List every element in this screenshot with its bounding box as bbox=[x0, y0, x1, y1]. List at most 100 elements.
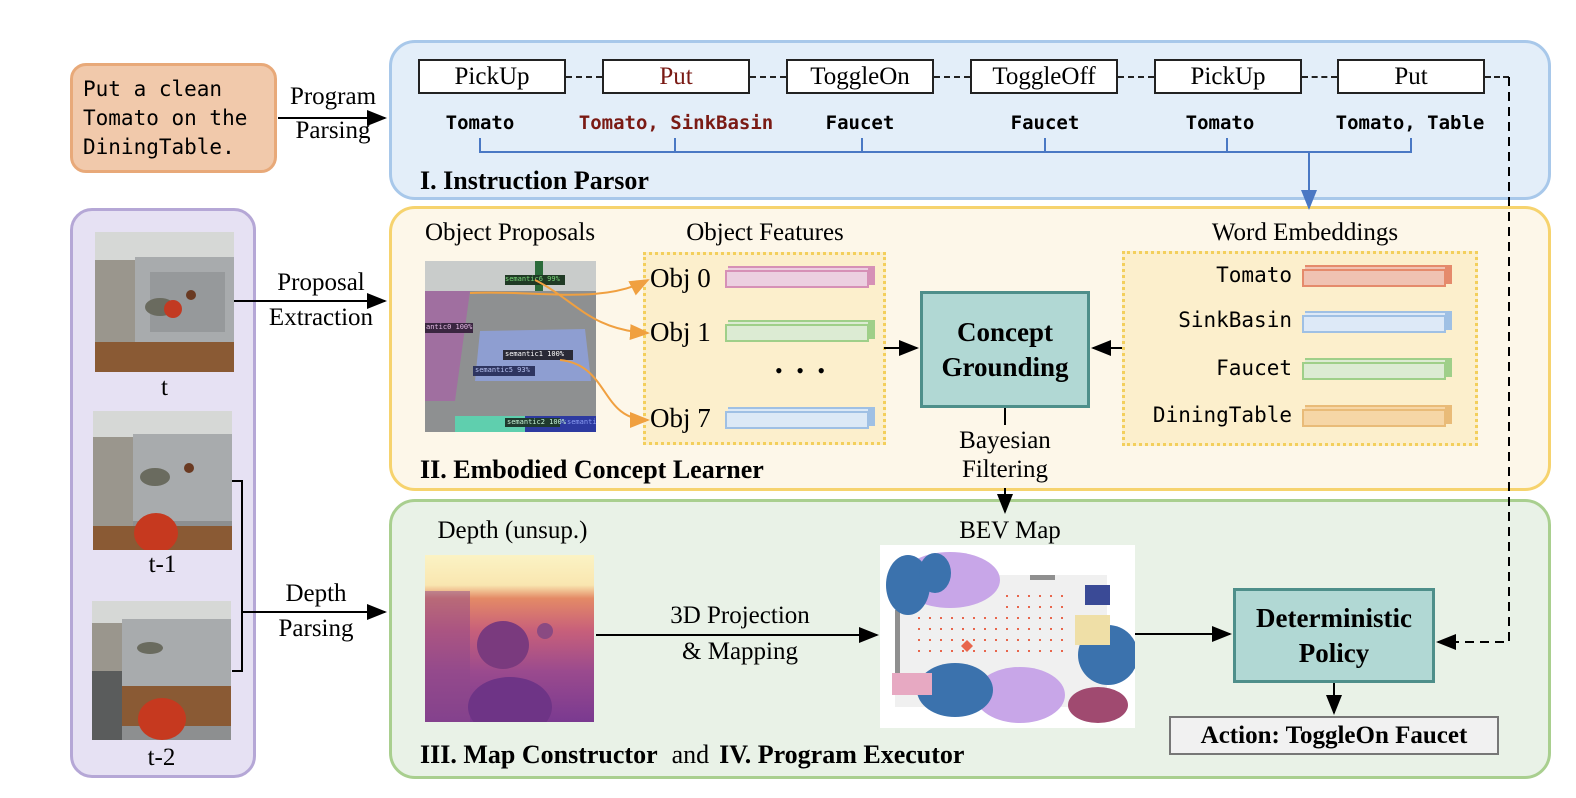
word-embedding-bar bbox=[1302, 265, 1452, 287]
bev-waypoint bbox=[929, 650, 931, 652]
bev-waypoint bbox=[1039, 606, 1041, 608]
object-proposals-image: semantic6 99% antic0 100% semantic1 100%… bbox=[425, 261, 596, 432]
detection-label: semantic1 100% bbox=[505, 350, 565, 358]
bev-waypoint bbox=[918, 639, 920, 641]
bev-waypoint bbox=[973, 650, 975, 652]
program-connector bbox=[934, 76, 970, 78]
frame-label: t bbox=[161, 374, 168, 401]
bev-waypoint bbox=[1006, 606, 1008, 608]
program-op-put: Put bbox=[1337, 59, 1485, 94]
instruction-box: Put a clean Tomato on the DiningTable. bbox=[70, 63, 277, 173]
edge-label-line: Parsing bbox=[278, 615, 354, 642]
object-label: Obj 1 bbox=[650, 317, 711, 347]
word-label: DiningTable bbox=[1152, 403, 1292, 427]
instruction-parser-title: I. Instruction Parsor bbox=[420, 166, 649, 195]
bev-waypoint bbox=[995, 617, 997, 619]
bev-waypoint bbox=[962, 617, 964, 619]
bev-waypoint bbox=[1006, 639, 1008, 641]
bev-waypoint bbox=[918, 650, 920, 652]
edge-label-line: Proposal bbox=[277, 269, 365, 296]
box-text-line: Deterministic bbox=[1256, 602, 1412, 633]
object-feature-bar bbox=[725, 407, 875, 429]
bev-waypoint bbox=[1039, 628, 1041, 630]
bev-waypoint bbox=[918, 617, 920, 619]
bev-waypoint bbox=[940, 650, 942, 652]
bev-waypoint bbox=[1017, 595, 1019, 597]
program-connector bbox=[1302, 76, 1337, 78]
frame-image-t-1 bbox=[93, 411, 232, 550]
program-parsing-label: Program Parsing bbox=[278, 84, 388, 144]
bev-waypoint bbox=[1006, 650, 1008, 652]
concept-learner-title: II. Embodied Concept Learner bbox=[420, 455, 764, 484]
bev-waypoint bbox=[951, 617, 953, 619]
program-arg: Tomato bbox=[1185, 112, 1255, 134]
bev-waypoint bbox=[984, 639, 986, 641]
detection-label: semanti bbox=[567, 418, 596, 426]
bev-waypoint bbox=[1061, 617, 1063, 619]
program-connector bbox=[1118, 76, 1154, 78]
bayesian-filtering-label: Bayesian Filtering bbox=[935, 428, 1075, 483]
program-arg: Tomato, Table bbox=[1335, 112, 1485, 134]
edge-label-line: Extraction bbox=[268, 304, 374, 331]
bev-waypoint bbox=[918, 628, 920, 630]
edge-label-line: 3D Projection bbox=[670, 602, 810, 629]
depth-label: Depth (unsup.) bbox=[437, 517, 588, 544]
program-op-put: Put bbox=[602, 59, 750, 94]
frame-image-t-2 bbox=[92, 601, 231, 740]
frame-label: t-1 bbox=[148, 551, 177, 578]
projection-mapping-label: 3D Projection & Mapping bbox=[600, 603, 880, 665]
frame-image-t bbox=[95, 232, 234, 372]
frame-label: t-2 bbox=[147, 744, 176, 771]
bev-waypoint bbox=[1028, 650, 1030, 652]
object-label: Obj 0 bbox=[650, 263, 711, 293]
bev-waypoint bbox=[984, 617, 986, 619]
detection-label: semantic2 100% bbox=[507, 418, 567, 426]
bev-waypoint bbox=[995, 628, 997, 630]
bev-waypoint bbox=[962, 639, 964, 641]
ellipsis: • • • bbox=[775, 358, 830, 383]
bev-waypoint bbox=[962, 650, 964, 652]
bev-waypoint bbox=[1050, 606, 1052, 608]
bev-map-label: BEV Map bbox=[959, 517, 1061, 544]
object-label: Obj 7 bbox=[650, 403, 711, 433]
program-op-toggleoff: ToggleOff bbox=[970, 59, 1118, 94]
bev-waypoint bbox=[973, 617, 975, 619]
box-text-line: Concept bbox=[956, 316, 1053, 347]
bev-waypoint bbox=[929, 639, 931, 641]
bev-waypoint bbox=[951, 650, 953, 652]
edge-label-line: Filtering bbox=[961, 456, 1049, 483]
bev-waypoint bbox=[1028, 628, 1030, 630]
program-arg: Tomato bbox=[445, 112, 515, 134]
title-part: and bbox=[671, 740, 710, 769]
bev-waypoint bbox=[973, 628, 975, 630]
depth-map-image bbox=[425, 555, 594, 722]
word-label: SinkBasin bbox=[1178, 308, 1292, 332]
bev-waypoint bbox=[1017, 617, 1019, 619]
bev-waypoint bbox=[1017, 650, 1019, 652]
edge-label-line: Program bbox=[289, 83, 377, 110]
program-op-toggleon: ToggleOn bbox=[786, 59, 934, 94]
bev-waypoint bbox=[1006, 617, 1008, 619]
detection-label: semantic6 99% bbox=[505, 275, 560, 283]
word-embedding-bar bbox=[1302, 405, 1452, 427]
edge-label-line: & Mapping bbox=[682, 638, 798, 665]
bev-waypoint bbox=[984, 628, 986, 630]
bev-waypoint bbox=[940, 639, 942, 641]
program-connector bbox=[566, 76, 602, 78]
bev-waypoint bbox=[984, 650, 986, 652]
program-op-pickup: PickUp bbox=[1154, 59, 1302, 94]
detection-label: antic0 100% bbox=[426, 323, 473, 331]
bev-waypoint bbox=[951, 639, 953, 641]
bev-waypoint bbox=[1050, 650, 1052, 652]
bev-waypoint bbox=[1050, 617, 1052, 619]
program-arg: Tomato, SinkBasin bbox=[578, 112, 774, 134]
depth-parsing-label: Depth Parsing bbox=[256, 581, 376, 642]
bev-waypoint bbox=[962, 628, 964, 630]
instruction-line: DiningTable. bbox=[83, 135, 235, 159]
bev-waypoint bbox=[1061, 606, 1063, 608]
bev-waypoint bbox=[1039, 595, 1041, 597]
word-label: Faucet bbox=[1216, 356, 1292, 380]
bev-waypoint bbox=[1017, 628, 1019, 630]
detection-label: semantic5 93% bbox=[475, 366, 530, 374]
edge-label-line: Parsing bbox=[295, 117, 371, 144]
